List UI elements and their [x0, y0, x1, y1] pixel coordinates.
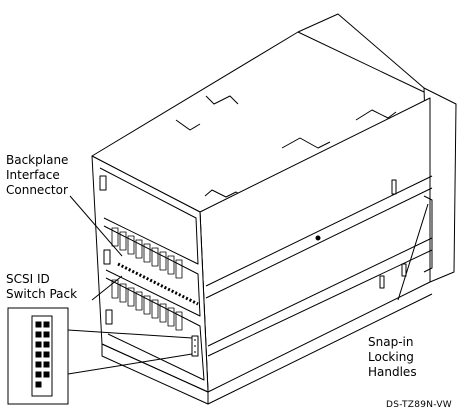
label-backplane-line-3: Connector: [6, 183, 68, 197]
label-snap-line-2: Locking: [368, 350, 414, 364]
label-scsi-line-1: SCSI ID: [6, 272, 50, 286]
label-snap-line-1: Snap-in: [368, 335, 414, 349]
figure-code: DS-TZ89N-VW: [386, 400, 452, 410]
drive-enclosure-illustration: [91, 13, 457, 405]
label-backplane-line-1: Backplane: [6, 153, 69, 167]
label-snap-line-3: Handles: [368, 365, 417, 379]
label-backplane-line-2: Interface: [6, 168, 60, 182]
leader-lines: [69, 195, 429, 301]
label-scsi-line-2: Switch Pack: [6, 287, 78, 301]
scsi-switch-pack-inset-icon: [7, 307, 193, 405]
